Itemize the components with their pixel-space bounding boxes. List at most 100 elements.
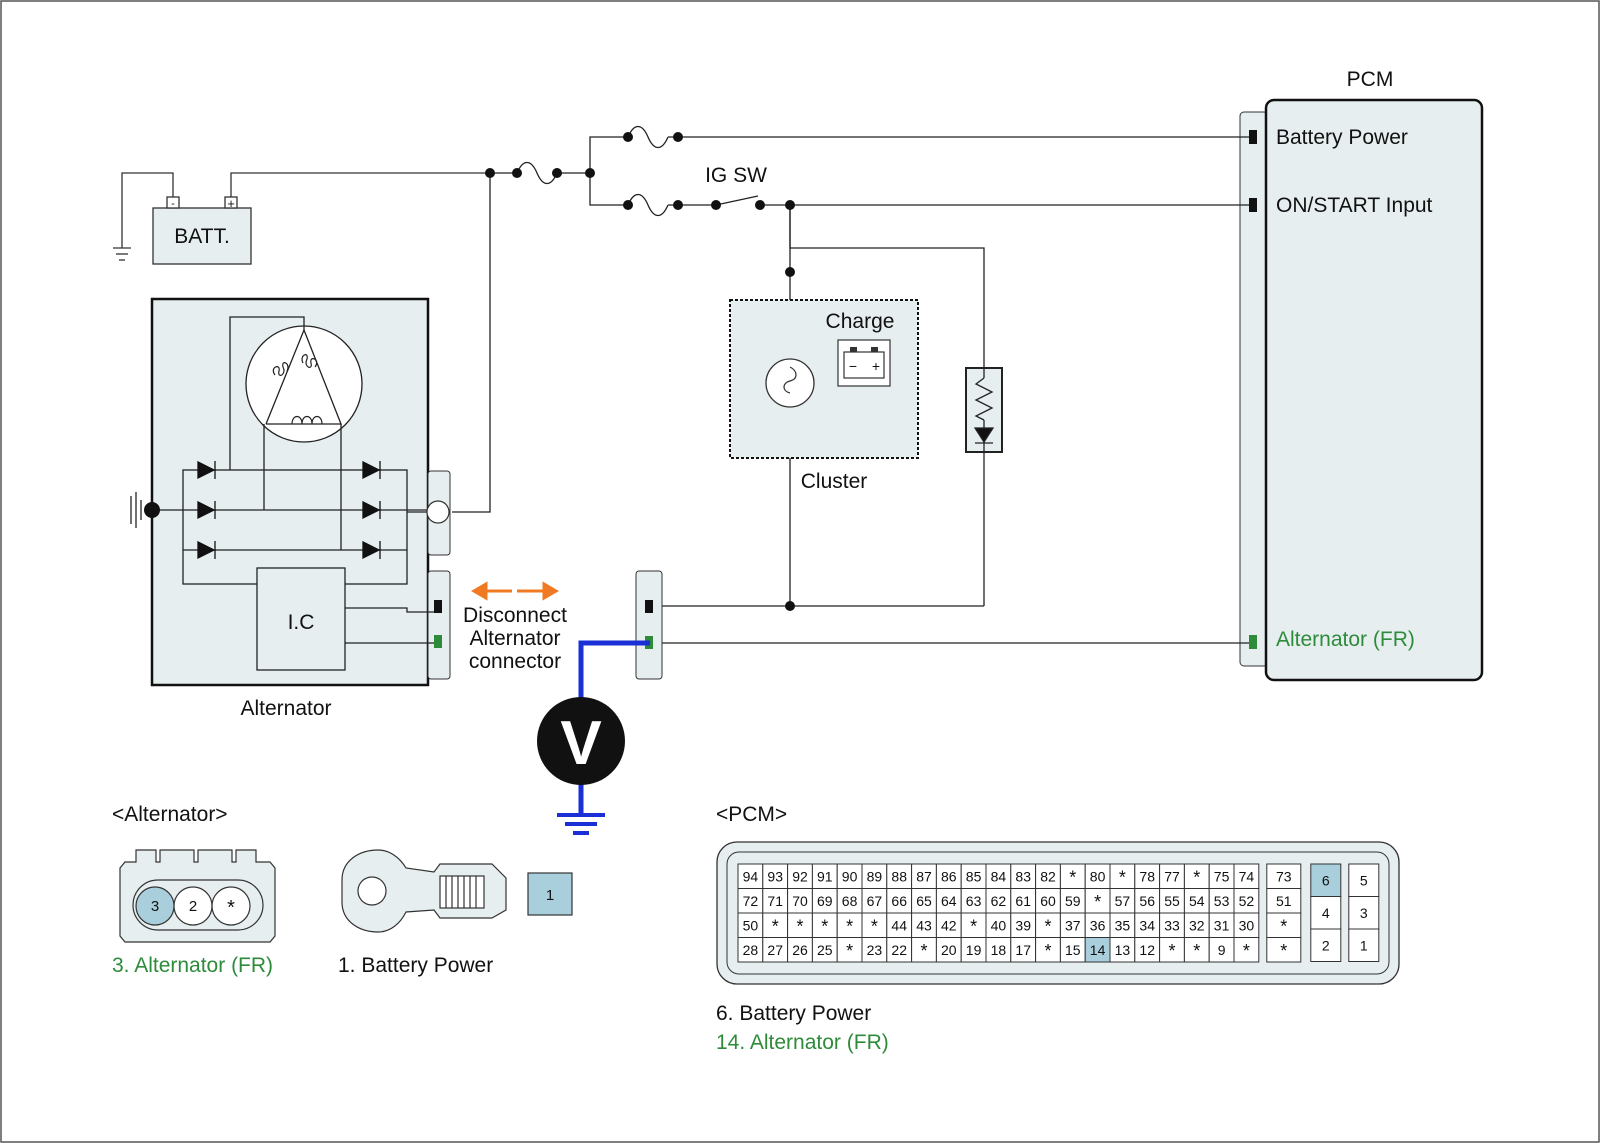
pcm-pin-r2c2-cell (787, 912, 813, 938)
pcm-legend-batt: 6. Battery Power (716, 1002, 871, 1025)
alt-pin-star-label: * (227, 897, 235, 919)
ig-switch-label: IG SW (705, 164, 767, 187)
pcm-pin-r0c1-cell (762, 863, 789, 889)
pcm-pin-r3c15-label: 13 (1115, 942, 1131, 958)
pcm-pin-r0c19-cell (1208, 863, 1235, 889)
cluster-icon-minus: − (849, 358, 857, 374)
alternator-connector-heading: <Alternator> (112, 803, 228, 826)
pcm-pin-r3c10-label: 18 (991, 942, 1007, 958)
pcm-pin-r2c3-label: * (821, 916, 828, 936)
pcm-pin-r2c4-cell (836, 912, 863, 938)
pcm-pin-r3c5-label: 23 (867, 942, 883, 958)
pcm-pin-r0c2-label: 92 (792, 868, 808, 884)
pcm-pin-r3c1-label: 27 (767, 942, 783, 958)
cluster (729, 299, 919, 459)
alt-legend-batt: 1. Battery Power (338, 954, 493, 977)
pcm-alternator-fr-label: Alternator (FR) (1276, 628, 1415, 651)
alternator (130, 297, 451, 687)
pcm-pin-r2c13-label: 37 (1065, 917, 1081, 933)
pcm-pin-r0c0-label: 94 (743, 868, 759, 884)
pcm-pin-r3c11-cell (1010, 937, 1037, 963)
pcm-pin-r0c6-label: 88 (891, 868, 907, 884)
pcm-pin-r1c0-label: 72 (743, 893, 759, 909)
pcm-pin-r2c11-label: 39 (1015, 917, 1031, 933)
pcm-pin-r3c4-label: * (846, 941, 853, 961)
pcm-pin-r0c1-label: 93 (767, 868, 783, 884)
pcm-pin-r0c8-label: 86 (941, 868, 957, 884)
ring-terminal-icon (341, 849, 573, 933)
pcm-pin-r2c1-label: * (772, 916, 779, 936)
pcm-pin-r0c9-label: 85 (966, 868, 982, 884)
pcm-side-pin-1-label: 51 (1276, 893, 1292, 909)
pcm-pin-r0c15-cell (1109, 863, 1136, 889)
pcm-pin-r3c3-cell (811, 937, 838, 963)
pcm-pin-r2c3-cell (811, 912, 838, 938)
pcm-pin-r2c5-label: * (871, 916, 878, 936)
pcm-pin-r1c3-label: 69 (817, 893, 833, 909)
pcm-pin-r0c11-cell (1010, 863, 1037, 889)
pcm-pin-r2c4-label: * (846, 916, 853, 936)
pcm-pin-r2c10-label: 40 (991, 917, 1007, 933)
cluster-charge-label: Charge (826, 310, 895, 333)
disconnect-arrows (471, 581, 559, 601)
pcm-pin-r3c2-cell (787, 937, 813, 963)
pcm-pin-r1c3-cell (811, 888, 838, 914)
pcm-pin-r0c18-cell (1183, 863, 1210, 889)
pcm-pin-r0c15-label: * (1119, 867, 1126, 887)
pcm-pin-r3c19-label: 9 (1218, 942, 1226, 958)
pcm-block-left-0-label: 6 (1322, 872, 1330, 888)
pcm-pin-r0c20-cell (1233, 863, 1260, 889)
pcm-pin-r0c11-label: 83 (1015, 868, 1031, 884)
pcm-pin-r3c16-label: 12 (1139, 942, 1155, 958)
pcm-pin-r2c20-cell (1233, 912, 1260, 938)
disconnect-line-3: connector (469, 650, 561, 673)
pcm-pin-r2c20-label: 30 (1239, 917, 1255, 933)
alt-pin-3-label: 3 (151, 898, 159, 915)
pcm-pin-r1c1-label: 71 (767, 893, 783, 909)
pcm-pin-r3c20-cell (1233, 937, 1260, 963)
pcm-block-right-0-label: 5 (1360, 872, 1368, 888)
battery (113, 172, 490, 265)
battery-plus: + (227, 196, 235, 211)
pcm-pin-r3c7-label: * (920, 941, 927, 961)
pcm-pin-r1c8-label: 64 (941, 893, 957, 909)
pcm-connector-heading: <PCM> (716, 803, 787, 826)
pcm-pin-r2c6-label: 44 (891, 917, 907, 933)
pcm-pin-r0c20-label: 74 (1239, 868, 1255, 884)
pcm-pin-r3c3-label: 25 (817, 942, 833, 958)
pcm-pin-r3c5-cell (861, 937, 888, 963)
pcm-pin-r0c13-cell (1059, 863, 1086, 889)
pcm-pin-r1c4-label: 68 (842, 893, 858, 909)
pcm-pin-r2c16-label: 34 (1139, 917, 1155, 933)
pcm-pin-r2c9-label: * (970, 916, 977, 936)
pcm-pin-r2c18-label: 32 (1189, 917, 1205, 933)
harness-connector (635, 570, 663, 680)
pcm-block-right-2-label: 1 (1360, 937, 1368, 953)
alternator-title: Alternator (240, 697, 331, 720)
pcm-block-right-1-cell (1348, 896, 1380, 930)
ic-regulator (256, 567, 346, 671)
pcm-pin-r3c12-cell (1035, 937, 1061, 963)
pcm-pin-r0c14-cell (1084, 863, 1111, 889)
pcm-pin-r0c13-label: * (1069, 867, 1076, 887)
terminal-1-label: 1 (546, 887, 554, 904)
pcm-pin-r3c9-cell (960, 937, 987, 963)
alt-pin-star (211, 886, 251, 926)
pcm-pin-r3c16-cell (1134, 937, 1161, 963)
pcm-pin-r2c11-cell (1010, 912, 1037, 938)
pcm-side-pin-0-label: 73 (1276, 868, 1292, 884)
pcm-pin-r1c16-label: 56 (1139, 893, 1155, 909)
pcm-pin-r2c7-label: 43 (916, 917, 932, 933)
pcm-pin-r1c15-label: 57 (1115, 893, 1131, 909)
alt-pin-2-label: 2 (189, 898, 197, 915)
pcm-block-left-1-label: 4 (1322, 905, 1330, 921)
pcm-block-right-1-label: 3 (1360, 905, 1368, 921)
pcm-on-start-label: ON/START Input (1276, 194, 1433, 217)
alternator-connector (119, 849, 276, 943)
pcm-pin-r3c9-label: 19 (966, 942, 982, 958)
pcm-pin-r2c0-label: 50 (743, 917, 759, 933)
pcm-pin-r3c8-cell (935, 937, 962, 963)
pcm-pin-r2c14-label: 36 (1090, 917, 1106, 933)
pcm-pin-r1c14-label: * (1094, 892, 1101, 912)
